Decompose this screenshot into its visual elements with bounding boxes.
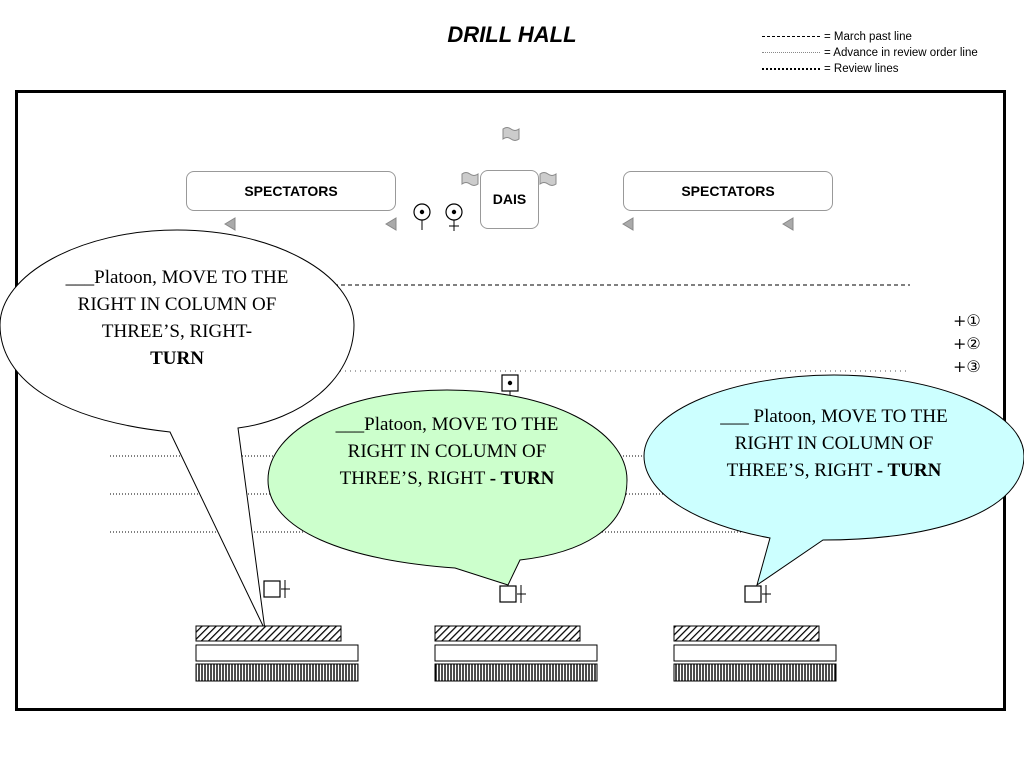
rank-marker-2: +② [953, 334, 981, 353]
speech-bubble-left-text: ___Platoon, MOVE TO THE RIGHT IN COLUMN … [55, 264, 299, 372]
legend-label: = March past line [824, 31, 912, 43]
reviewing-officer-icon [413, 203, 431, 230]
flag-icon [539, 172, 557, 186]
command-executive-word: - TURN [876, 460, 942, 481]
platoon-formation-center [434, 625, 598, 682]
spectators-box-left: SPECTATORS [186, 171, 396, 211]
legend-label: = Advance in review order line [824, 47, 978, 59]
command-text: ___ Platoon, MOVE TO THE RIGHT IN COLUMN… [720, 406, 948, 481]
speech-bubble-right-shape [643, 374, 1024, 587]
spectators-box-right: SPECTATORS [623, 171, 833, 211]
speech-bubble-right-text: ___ Platoon, MOVE TO THE RIGHT IN COLUMN… [708, 403, 960, 484]
dais-box: DAIS [480, 170, 539, 229]
triangle-marker-icon [622, 217, 634, 231]
platoon-commander-icon [744, 585, 771, 603]
speech-bubble-center-shape [267, 389, 628, 586]
platoon-formation-left [195, 625, 359, 682]
reviewing-officer-icon [445, 203, 463, 231]
platoon-formation-right [673, 625, 837, 682]
speech-bubble-left-shape [0, 229, 355, 631]
rank-marker-3: +③ [953, 357, 981, 376]
page-title: DRILL HALL [447, 22, 577, 47]
triangle-marker-icon [385, 217, 397, 231]
platoon-commander-icon [499, 585, 526, 603]
speech-bubble-center-text: ___Platoon, MOVE TO THE RIGHT IN COLUMN … [330, 411, 564, 492]
dashed-line-swatch [762, 36, 820, 37]
dense-dotted-line-swatch [762, 68, 820, 70]
triangle-marker-icon [224, 217, 236, 231]
drill-hall-floor [15, 90, 1006, 711]
platoon-commander-icon [263, 580, 290, 598]
command-executive-word: TURN [150, 348, 204, 369]
rank-marker-1: +① [953, 311, 981, 330]
legend-label: = Review lines [824, 63, 899, 75]
flag-icon [461, 172, 479, 186]
command-text: ___Platoon, MOVE TO THE RIGHT IN COLUMN … [335, 414, 559, 489]
sparse-dotted-line-swatch [762, 52, 820, 53]
command-text: ___Platoon, MOVE TO THE RIGHT IN COLUMN … [65, 267, 289, 342]
triangle-marker-icon [782, 217, 794, 231]
flag-icon [502, 127, 520, 141]
command-executive-word: - TURN [489, 468, 555, 489]
